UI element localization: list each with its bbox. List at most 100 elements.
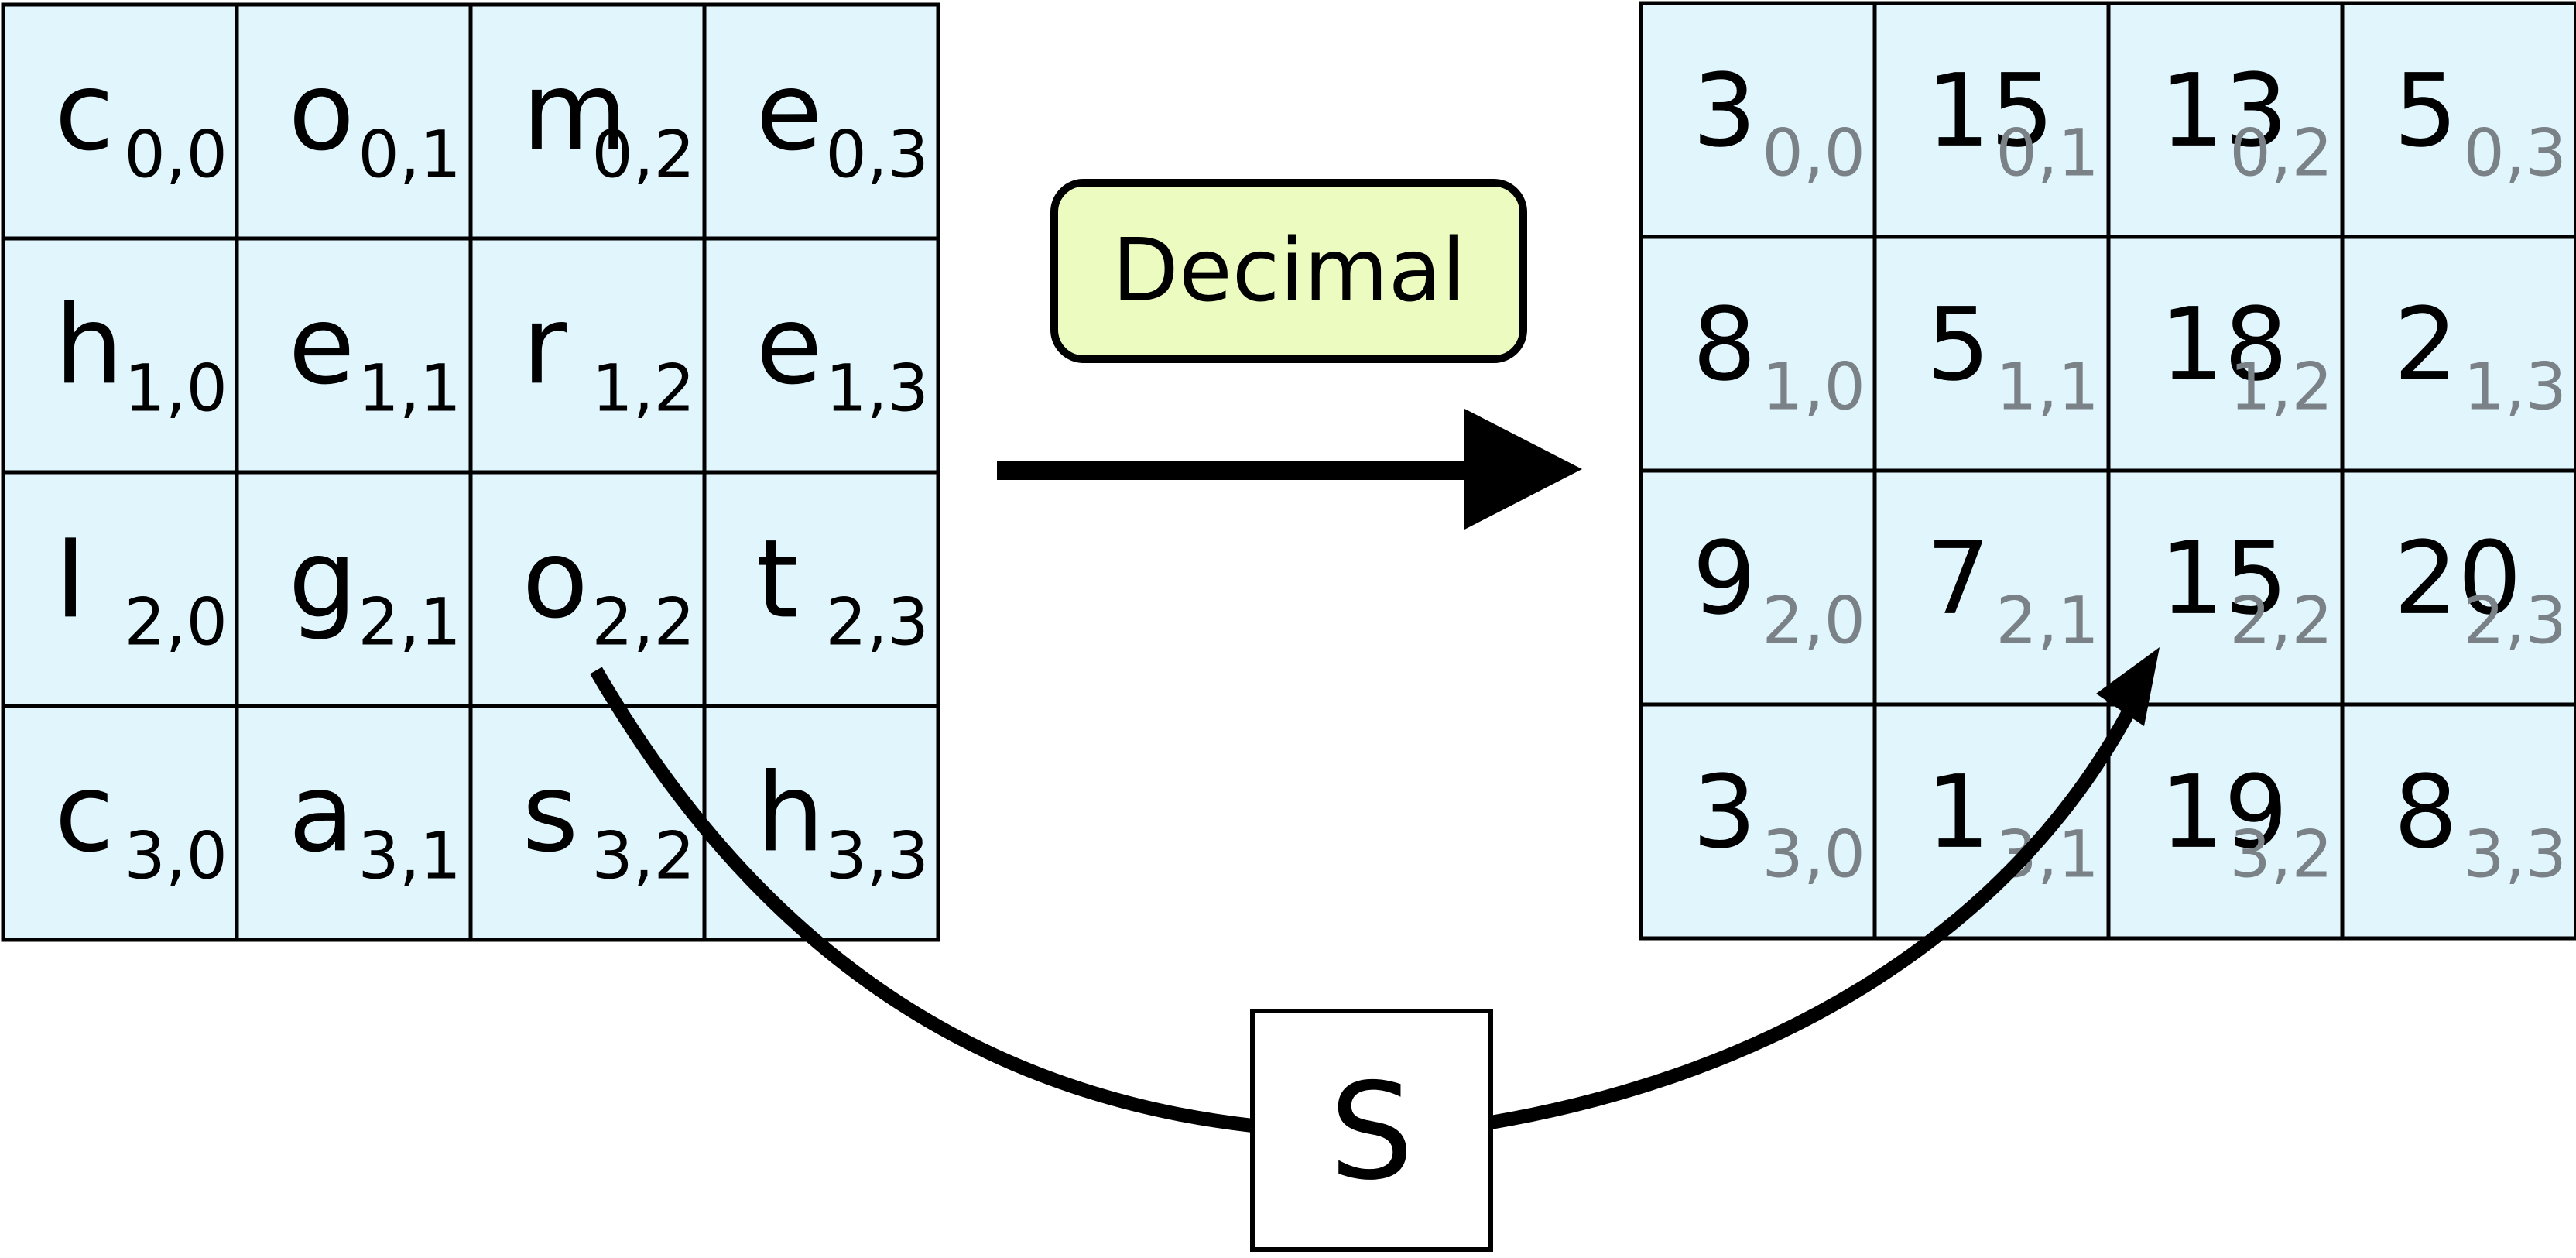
matrix-cell: 181,2 [2106, 235, 2345, 473]
cell-index: 0,0 [1762, 115, 1865, 190]
cell-value: c [54, 49, 114, 175]
cell-index: 3,1 [358, 818, 461, 893]
cell-box [1872, 702, 2111, 941]
cell-index: 1,3 [2463, 348, 2567, 424]
cell-index: 2,0 [1762, 582, 1865, 658]
cell-value: t [755, 516, 798, 643]
cell-value: 5 [2393, 52, 2458, 170]
cell-box [235, 2, 473, 241]
decimal-label-box: Decimal [1050, 179, 1527, 363]
cell-box [702, 236, 940, 475]
cell-value: g [288, 516, 357, 643]
cell-value: 3 [1692, 52, 1756, 170]
cell-box [2340, 468, 2576, 707]
cell-value: 3 [1692, 753, 1756, 871]
cell-index: 3,2 [2229, 816, 2333, 892]
s-box-shape [1250, 1009, 1493, 1252]
cell-index: 0,2 [2229, 115, 2333, 190]
cell-box [235, 704, 473, 942]
cell-index: 1,3 [825, 350, 929, 426]
cell-box [2340, 1, 2576, 239]
cell-index: 1,2 [2229, 348, 2333, 424]
cell-box [1639, 235, 1877, 473]
cell-index: 0,3 [2463, 115, 2567, 190]
cell-value: h [755, 750, 824, 876]
cell-index: 3,2 [591, 818, 695, 893]
cell-index: 3,0 [124, 818, 228, 893]
cell-index: 1,1 [358, 350, 461, 426]
matrix-cell: m0,2 [468, 2, 707, 241]
decimal-arrow [997, 409, 1582, 530]
cell-value: a [288, 750, 355, 876]
cell-box [1, 2, 239, 241]
cell-index: 0,0 [124, 116, 228, 192]
cell-value: m [522, 49, 627, 175]
s-arrow-head [2096, 647, 2160, 726]
cell-box [2340, 235, 2576, 473]
cell-box [1, 704, 239, 942]
cell-index: 2,0 [124, 584, 228, 660]
matrix-cell: 202,3 [2340, 468, 2576, 707]
cell-index: 1,0 [1762, 348, 1865, 424]
cell-value: h [54, 283, 123, 409]
cell-box [2340, 702, 2576, 941]
cell-box [1639, 702, 1877, 941]
cell-index: 0,2 [591, 116, 695, 192]
cell-value: 15 [1926, 52, 2054, 170]
cell-value: 8 [1692, 286, 1756, 403]
decimal-box-shape [1050, 179, 1527, 363]
cell-value: 20 [2393, 519, 2521, 637]
s-box-arrow [590, 647, 2160, 1133]
cell-value: 15 [2160, 519, 2287, 637]
cell-value: 7 [1926, 519, 1990, 637]
cell-box [1639, 1, 1877, 239]
cell-value: o [522, 516, 588, 643]
cell-value: e [288, 283, 355, 409]
s-arrow-right-curve [1489, 705, 2136, 1129]
matrix-cell: I 2,0 [1, 470, 239, 708]
cell-index: 2,2 [2229, 582, 2333, 658]
decimal-arrow-head [1464, 409, 1582, 530]
cell-value: 13 [2160, 52, 2287, 170]
cell-index: 0,3 [825, 116, 929, 192]
cell-index: 1,2 [591, 350, 695, 426]
cell-value: I [54, 516, 86, 643]
matrix-cell: 150,1 [1872, 1, 2111, 239]
cell-box [2106, 235, 2345, 473]
cell-box [1872, 1, 2111, 239]
cell-index: 1,1 [1995, 348, 2099, 424]
s-arrow-left-curve [590, 667, 1254, 1133]
matrix-cell: 130,2 [2106, 1, 2345, 239]
cell-index: 2,3 [2463, 582, 2567, 658]
cell-value: e [755, 283, 822, 409]
cell-index: 1,0 [124, 350, 228, 426]
cell-value: 9 [1692, 519, 1756, 637]
s-box: S [1250, 1009, 1493, 1252]
cell-value: 18 [2160, 286, 2287, 403]
cell-value: o [288, 49, 355, 175]
cell-value: 19 [2160, 753, 2287, 871]
cell-value: s [522, 750, 578, 876]
cell-box [702, 470, 940, 708]
